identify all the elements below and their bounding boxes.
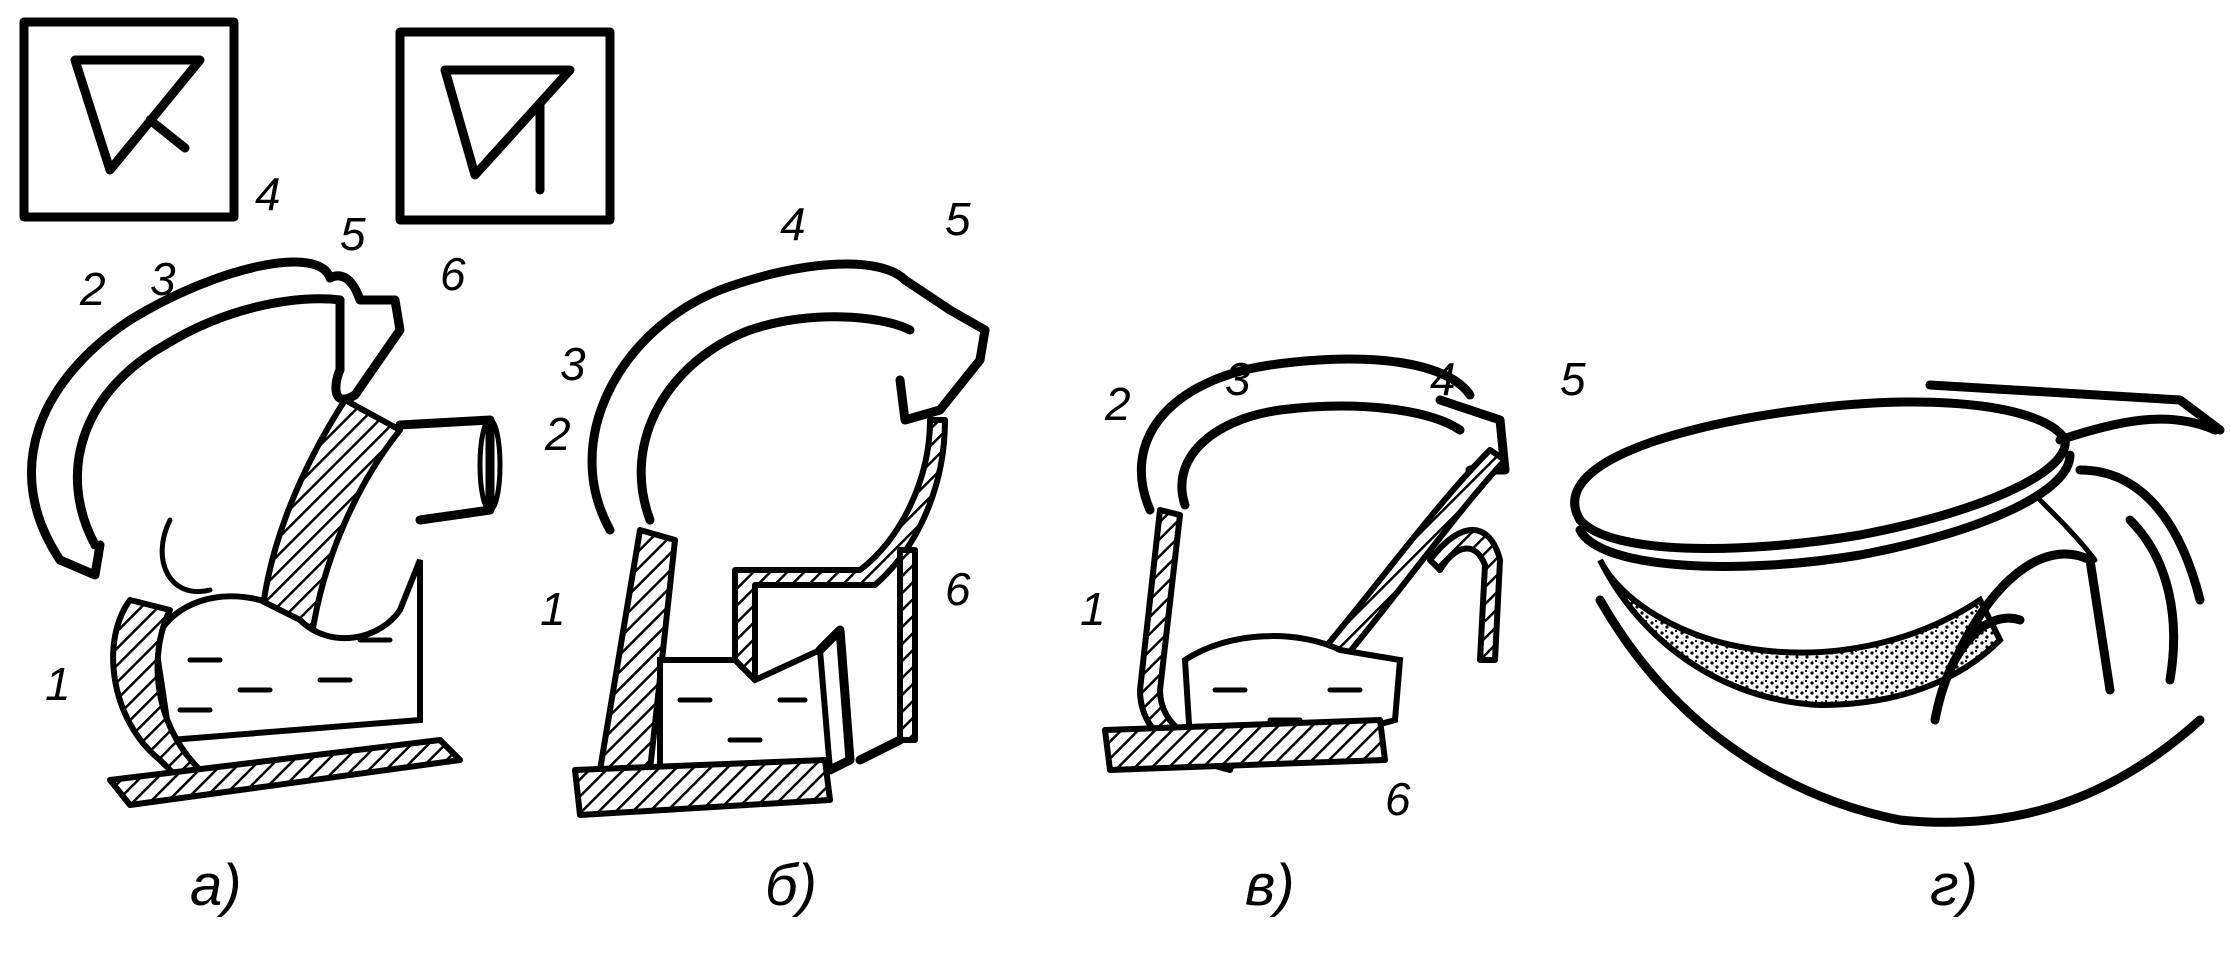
caption-b: б): [765, 853, 817, 918]
label-b-6: 6: [945, 563, 971, 615]
caption-g: г): [1930, 853, 1978, 918]
label-a-2: 2: [79, 263, 106, 315]
label-v-5: 5: [1560, 353, 1586, 405]
label-b-3: 3: [560, 338, 586, 390]
symbol-slanted-outlet-icon: [19, 17, 239, 222]
label-v-1: 1: [1080, 583, 1106, 635]
caption-v: в): [1245, 853, 1295, 918]
label-v-6: 6: [1385, 773, 1411, 825]
label-b-1: 1: [540, 583, 566, 635]
label-a-3: 3: [150, 253, 176, 305]
label-a-6: 6: [440, 248, 466, 300]
label-a-5: 5: [340, 208, 366, 260]
bowl-b: [572, 259, 990, 818]
figure-g: г): [1570, 380, 2225, 918]
bowl-v: [1102, 354, 1510, 773]
label-v-4: 4: [1430, 353, 1456, 405]
label-v-3: 3: [1225, 353, 1251, 405]
figure-a: 2 3 4 5 6 1 а): [19, 17, 503, 918]
toilet-exterior: [1570, 380, 2225, 827]
label-v-2: 2: [1104, 378, 1131, 430]
figure-v: 2 3 4 5 1 6 в): [1080, 353, 1586, 918]
symbol-vertical-outlet-icon: [395, 27, 615, 225]
figure-b: 3 2 4 5 1 6 б): [395, 27, 990, 918]
caption-a: а): [190, 853, 242, 918]
bowl-a: [26, 257, 503, 808]
label-b-4: 4: [780, 198, 806, 250]
label-b-5: 5: [945, 193, 971, 245]
label-a-1: 1: [45, 658, 71, 710]
label-a-4: 4: [255, 168, 281, 220]
label-b-2: 2: [544, 408, 571, 460]
